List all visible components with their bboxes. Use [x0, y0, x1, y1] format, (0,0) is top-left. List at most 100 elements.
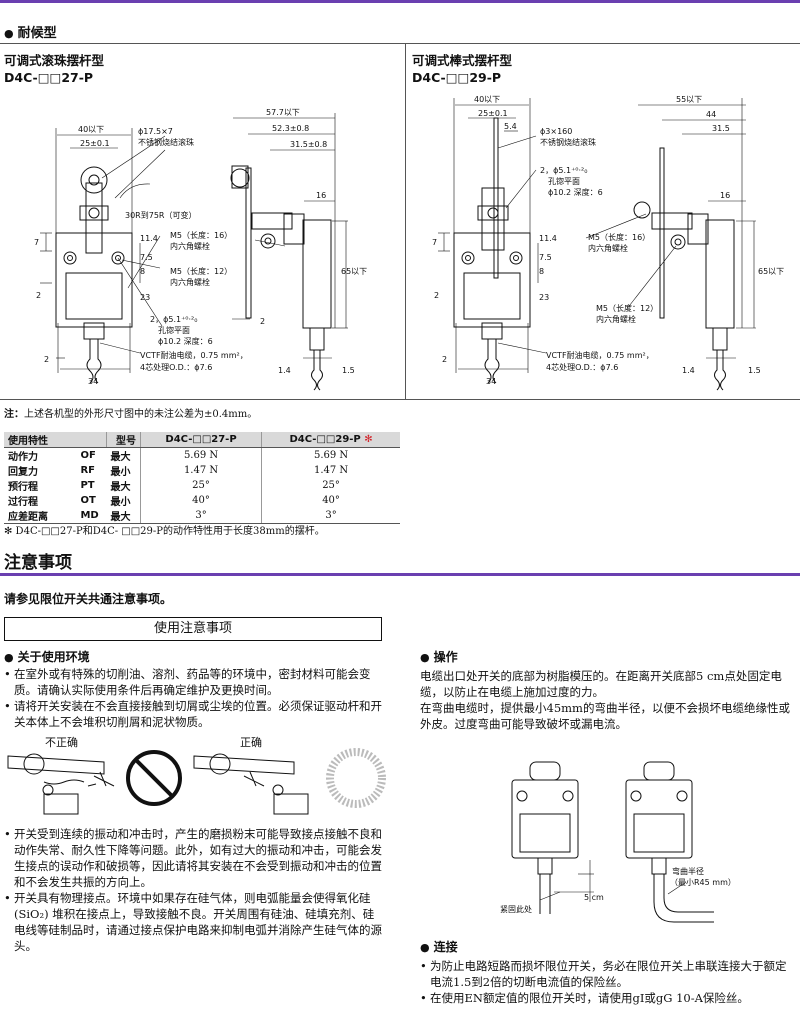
star-icon: ✻ — [364, 434, 373, 445]
dim-m5a2: 内六角螺栓 — [170, 241, 210, 251]
precautions-subtitle: 请参见限位开关共通注意事项。 — [4, 592, 173, 606]
r-dim-b34: 34 — [486, 377, 496, 386]
list-item: 在室外或有特殊的切削油、溶剂、药品等的环境中，密封材料可能会变质。请确认实际使用… — [4, 666, 382, 698]
table-header-col2: D4C-□□29-P ✻ — [261, 432, 400, 448]
table-header-col1: D4C-□□27-P — [140, 432, 263, 448]
dim-d7: 7 — [34, 238, 39, 247]
row-value-2: 1.47 N — [313, 465, 349, 476]
list-item: 开关受到连续的振动和冲击时，产生的磨损粉末可能导致接点接触不良和动作失常、耐久性… — [4, 826, 382, 890]
operation-p1: 电缆出口处开关的底部为树脂模压的。在距离开关底部5 cm点处固定电缆，以防止在电… — [420, 669, 782, 699]
bend-label-2: （最小R45 mm） — [670, 878, 736, 887]
env-heading: ●关于使用环境 — [4, 648, 90, 665]
row-name: 预行程 — [8, 482, 38, 493]
right-panel-heading: 可调式棒式摆杆型 D4C-□□29-P — [412, 52, 512, 86]
connection-title: 连接 — [433, 940, 458, 954]
r-dim-hole3: ϕ10.2 深度：6 — [548, 187, 603, 197]
table-row: 预行程 PT 最大 25° 25° — [4, 478, 400, 493]
row-limit: 最大 — [106, 447, 141, 463]
table-header-model: 型号 — [106, 432, 141, 448]
dim-d16: 16 — [316, 191, 326, 200]
row-limit: 最大 — [106, 478, 141, 493]
cable-bending-illustration: 5 cm 紧固此处 弯曲半径 （最小R45 mm） — [500, 761, 736, 923]
dim-cable: VCTF耐油电缆，0.75 mm²， — [140, 350, 248, 360]
operation-heading: ●操作 — [420, 648, 458, 665]
dim-w25: 25±0.1 — [80, 139, 110, 148]
dim-d2: 2 — [36, 291, 41, 300]
list-item: 开关具有物理接点。环境中如果存在硅气体，则电弧能量会使得氧化硅 (SiO₂) 堆… — [4, 890, 382, 954]
r-dim-hole: 2，ϕ5.1⁺⁰·²₀ — [540, 166, 587, 175]
dim-roller: ϕ17.5×7 — [138, 127, 173, 136]
dim-m5b2: 内六角螺栓 — [170, 277, 210, 287]
dim-d57: 57.7以下 — [266, 108, 300, 117]
row-value-1: 40° — [140, 493, 263, 508]
dim-d8: 8 — [140, 267, 145, 276]
r-dim-d7: 7 — [432, 238, 437, 247]
left-panel-title: 可调式滚珠摆杆型 — [4, 53, 105, 68]
r-dim-b2: 2 — [442, 355, 447, 364]
r-dim-w40: 40以下 — [474, 95, 500, 104]
dim-d31: 31.5±0.8 — [290, 140, 327, 149]
right-dimension-drawing: 40以下 25±0.1 5.4 ϕ3×160 不锈钢烧结滚珠 2，ϕ5.1⁺⁰·… — [432, 95, 784, 391]
cm5-label: 5 cm — [584, 893, 604, 902]
r-dim-d44: 44 — [706, 110, 716, 119]
correct-label: 正确 — [240, 736, 262, 749]
section-heading-weather: ●耐候型 — [4, 22, 57, 41]
left-panel-model: D4C-□□27-P — [4, 70, 94, 85]
dim-b14: 1.4 — [278, 366, 291, 375]
left-panel-heading: 可调式滚珠摆杆型 D4C-□□27-P — [4, 52, 104, 86]
usage-precautions-box: 使用注意事项 — [4, 617, 382, 641]
table-row: 动作力 OF 最大 5.69 N 5.69 N — [4, 447, 400, 463]
row-abbr: RF — [80, 465, 95, 476]
operating-characteristics-table: 使用特性 型号 D4C-□□27-P D4C-□□29-P ✻ 动作力 OF 最… — [4, 432, 400, 524]
r-dim-b14: 1.4 — [682, 366, 695, 375]
dim-w40: 40以下 — [78, 125, 104, 134]
note-text: 上述各机型的外形尺寸图中的未注公差为±0.4mm。 — [24, 409, 258, 420]
table-row: 应差距离 MD 最大 3° 3° — [4, 508, 400, 524]
env-list-a: 在室外或有特殊的切削油、溶剂、药品等的环境中，密封材料可能会变质。请确认实际使用… — [4, 666, 382, 730]
row-limit: 最小 — [106, 493, 141, 508]
table-row: 回复力 RF 最小 1.47 N 1.47 N — [4, 463, 400, 478]
row-limit: 最小 — [106, 463, 141, 478]
col2-label: D4C-□□29-P — [289, 434, 361, 445]
switch-body — [55, 232, 133, 328]
mounting-illustration — [7, 748, 386, 815]
row-value-2: 25° — [322, 480, 340, 491]
dim-r30: 30R到75R（可变） — [125, 210, 196, 220]
tolerance-note: 注：上述各机型的外形尺寸图中的未注公差为±0.4mm。 — [4, 405, 257, 420]
row-name: 过行程 — [8, 497, 38, 508]
bend-label: 弯曲半径 — [672, 866, 704, 876]
fix-label: 紧固此处 — [500, 904, 532, 914]
r-dim-d16: 16 — [720, 191, 730, 200]
row-abbr: PT — [80, 480, 95, 491]
dim-hole2: 孔锪平面 — [158, 325, 190, 335]
row-value-1: 25° — [140, 478, 263, 493]
r-dim-d315: 31.5 — [712, 124, 730, 133]
dim-h65: 65以下 — [341, 267, 367, 276]
dim-d11: 11.4 — [140, 234, 158, 243]
r-dim-d75: 7.5 — [539, 253, 552, 262]
note-label: 注： — [4, 409, 24, 420]
bullet-icon: ● — [4, 651, 14, 664]
row-limit: 最大 — [106, 508, 141, 524]
dim-hole: 2，ϕ5.1⁺⁰·²₀ — [150, 315, 197, 324]
dim-b2: 2 — [44, 355, 49, 364]
operation-p2: 在弯曲电缆时，提供最小45mm的弯曲半径，以便不会损坏电缆绝缘性或外皮。过度弯曲… — [420, 701, 790, 731]
row-name: 回复力 — [8, 467, 38, 478]
divider — [0, 399, 800, 400]
dim-cable2: 4芯处理O.D.：ϕ7.6 — [140, 362, 212, 372]
ok-icon — [326, 748, 386, 808]
row-abbr: MD — [76, 508, 107, 524]
right-panel-model: D4C-□□29-P — [412, 70, 502, 85]
row-value-2: 3° — [261, 508, 400, 524]
r-dim-w54: 5.4 — [504, 122, 517, 131]
r-dim-d23: 23 — [539, 293, 549, 302]
dim-hole3: ϕ10.2 深度：6 — [158, 336, 213, 346]
r-dim-rod-mat: 不锈钢烧结滚珠 — [540, 137, 596, 147]
bullet-icon: ● — [4, 27, 14, 40]
row-value-1: 5.69 N — [140, 447, 263, 463]
r-dim-h65: 65以下 — [758, 267, 784, 276]
operation-text: 电缆出口处开关的底部为树脂模压的。在距离开关底部5 cm点处固定电缆，以防止在电… — [420, 668, 796, 732]
table-header-char: 使用特性 — [4, 432, 107, 448]
left-dimension-drawing: 40以下 25±0.1 ϕ17.5×7 不锈钢烧结滚珠 30R到75R（可变） … — [34, 108, 367, 391]
bullet-icon: ● — [420, 941, 430, 954]
